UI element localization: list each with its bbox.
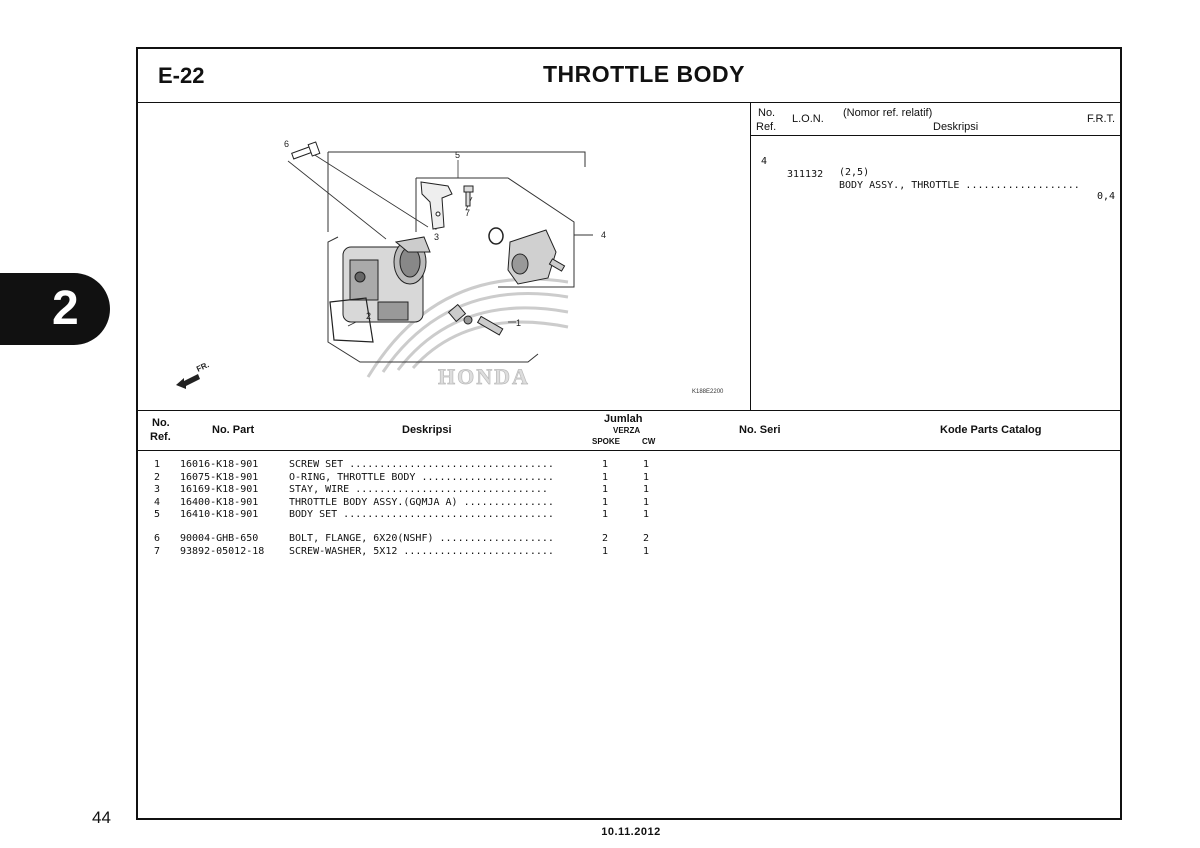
lon-row-desc: BODY ASSY., THROTTLE ................... bbox=[839, 180, 1080, 191]
row-qty-spoke: 1 bbox=[602, 484, 609, 495]
row-qty-spoke: 1 bbox=[602, 496, 609, 508]
callout-6: 6 bbox=[284, 139, 289, 149]
lon-panel: No. Ref. L.O.N. (Nomor ref. relatif) Des… bbox=[751, 102, 1122, 410]
diagram-code: K188E2200 bbox=[692, 389, 724, 395]
header-desc: Deskripsi bbox=[402, 424, 452, 436]
lon-row: 311132 BODY ASSY., THROTTLE ............… bbox=[751, 158, 1115, 213]
watermark-text: HONDA bbox=[438, 364, 530, 389]
bolt-flange-part bbox=[291, 141, 321, 160]
lon-header-ref: Ref. bbox=[756, 121, 777, 133]
row-qty-spoke: 1 bbox=[602, 459, 609, 470]
table-row: 7 93892-05012-18 SCREW-WASHER, 5X12 ....… bbox=[138, 546, 1120, 559]
front-label: FR. bbox=[195, 360, 210, 374]
row-ref: 6 bbox=[154, 533, 161, 544]
throttle-body-illustration: HONDA bbox=[176, 139, 606, 389]
callout-labels: 1 2 3 4 5 6 7 bbox=[284, 139, 606, 328]
table-row: 1 16016-K18-901 SCREW SET ..............… bbox=[138, 459, 1120, 472]
exploded-diagram: HONDA bbox=[138, 102, 751, 410]
row-ref: 4 bbox=[154, 496, 161, 508]
table-row: 5 16410-K18-901 BODY SET ...............… bbox=[138, 509, 1120, 522]
lon-row-lon: 311132 bbox=[787, 169, 824, 180]
row-qty-spoke: 1 bbox=[602, 471, 609, 483]
lon-header-deskripsi: Deskripsi bbox=[933, 121, 979, 133]
footer-date: 10.11.2012 bbox=[601, 826, 661, 838]
sensor-part bbox=[507, 229, 566, 285]
stay-wire-part bbox=[420, 181, 453, 230]
callout-5: 5 bbox=[455, 150, 460, 160]
row-part-number: 16400-K18-901 bbox=[180, 496, 259, 508]
table-row: 4 16400-K18-901 THROTTLE BODY ASSY.(GQMJ… bbox=[138, 497, 1120, 510]
row-part-number: 16169-K18-901 bbox=[180, 484, 259, 495]
header-cw: CW bbox=[642, 437, 656, 446]
screw-washer-part bbox=[463, 185, 474, 207]
page-header: E-22 THROTTLE BODY bbox=[138, 49, 1120, 103]
section-code: E-22 bbox=[158, 63, 205, 88]
header-catalog: Kode Parts Catalog bbox=[940, 424, 1042, 436]
row-ref: 1 bbox=[154, 459, 161, 470]
row-ref: 5 bbox=[154, 509, 161, 520]
front-direction-icon: FR. bbox=[176, 360, 211, 389]
row-qty-cw: 2 bbox=[643, 533, 650, 544]
row-part-number: 16075-K18-901 bbox=[180, 471, 259, 483]
row-qty-spoke: 1 bbox=[602, 545, 609, 557]
section-tab: 2 bbox=[0, 273, 110, 345]
row-description: BODY SET ...............................… bbox=[289, 509, 554, 520]
row-qty-cw: 1 bbox=[643, 496, 650, 508]
row-part-number: 93892-05012-18 bbox=[180, 545, 265, 557]
row-part-number: 90004-GHB-650 bbox=[180, 533, 259, 544]
row-description: THROTTLE BODY ASSY.(GQMJA A) ...........… bbox=[289, 496, 554, 508]
row-qty-cw: 1 bbox=[643, 509, 650, 520]
lon-header-nomor: (Nomor ref. relatif) bbox=[843, 107, 933, 119]
table-row: 6 90004-GHB-650 BOLT, FLANGE, 6X20(NSHF)… bbox=[138, 533, 1120, 546]
table-row: 3 16169-K18-901 STAY, WIRE .............… bbox=[138, 484, 1120, 497]
gasket-part bbox=[329, 297, 374, 343]
screw-set-part bbox=[447, 303, 504, 336]
row-description: STAY, WIRE .............................… bbox=[289, 484, 548, 495]
row-qty-spoke: 1 bbox=[602, 509, 609, 520]
header-ref: Ref. bbox=[150, 431, 171, 443]
header-seri: No. Seri bbox=[739, 424, 781, 436]
lon-row-ref: 4 bbox=[761, 156, 768, 167]
header-part: No. Part bbox=[212, 424, 255, 436]
parts-table-header: No. Ref. No. Part Deskripsi Jumlah VERZA… bbox=[138, 410, 1120, 451]
page-number: 44 bbox=[92, 808, 111, 827]
assembly-outline bbox=[327, 151, 593, 363]
lon-row-desc: (2,5) bbox=[839, 167, 870, 178]
row-part-number: 16016-K18-901 bbox=[180, 459, 259, 470]
header-no: No. bbox=[152, 417, 170, 429]
page-title: THROTTLE BODY bbox=[543, 61, 745, 87]
lon-header-no: No. bbox=[758, 107, 776, 119]
lon-row-frt: 0,4 bbox=[1097, 191, 1116, 202]
header-jumlah: Jumlah bbox=[604, 413, 643, 425]
callout-2: 2 bbox=[366, 311, 371, 321]
row-ref: 3 bbox=[154, 484, 161, 495]
row-description: SCREW-WASHER, 5X12 .....................… bbox=[289, 545, 554, 557]
lon-row: 4 (2,5) bbox=[751, 145, 869, 189]
row-part-number: 16410-K18-901 bbox=[180, 509, 259, 520]
row-qty-cw: 1 bbox=[643, 459, 650, 470]
row-description: O-RING, THROTTLE BODY ..................… bbox=[289, 471, 554, 483]
catalog-page-frame: E-22 THROTTLE BODY HONDA bbox=[136, 47, 1122, 820]
row-qty-cw: 1 bbox=[643, 484, 650, 495]
lon-header-frt: F.R.T. bbox=[1087, 113, 1116, 125]
callout-1: 1 bbox=[516, 318, 521, 328]
row-qty-cw: 1 bbox=[643, 471, 650, 483]
table-row: 2 16075-K18-901 O-RING, THROTTLE BODY ..… bbox=[138, 472, 1120, 485]
header-verza: VERZA bbox=[613, 426, 641, 435]
o-ring-part bbox=[488, 227, 504, 245]
row-qty-cw: 1 bbox=[643, 545, 650, 557]
lon-header-lon: L.O.N. bbox=[792, 113, 824, 125]
callout-7: 7 bbox=[465, 208, 470, 218]
row-qty-spoke: 2 bbox=[602, 533, 609, 544]
section-tab-number: 2 bbox=[52, 282, 79, 335]
row-description: SCREW SET ..............................… bbox=[289, 459, 554, 470]
row-ref: 7 bbox=[154, 545, 161, 557]
row-description: BOLT, FLANGE, 6X20(NSHF) ...............… bbox=[289, 533, 554, 544]
header-spoke: SPOKE bbox=[592, 437, 621, 446]
row-ref: 2 bbox=[154, 471, 161, 483]
callout-3: 3 bbox=[434, 232, 439, 242]
lon-header: No. Ref. L.O.N. (Nomor ref. relatif) Des… bbox=[751, 102, 1122, 136]
callout-4: 4 bbox=[601, 230, 606, 240]
throttle-body-part bbox=[342, 236, 431, 323]
